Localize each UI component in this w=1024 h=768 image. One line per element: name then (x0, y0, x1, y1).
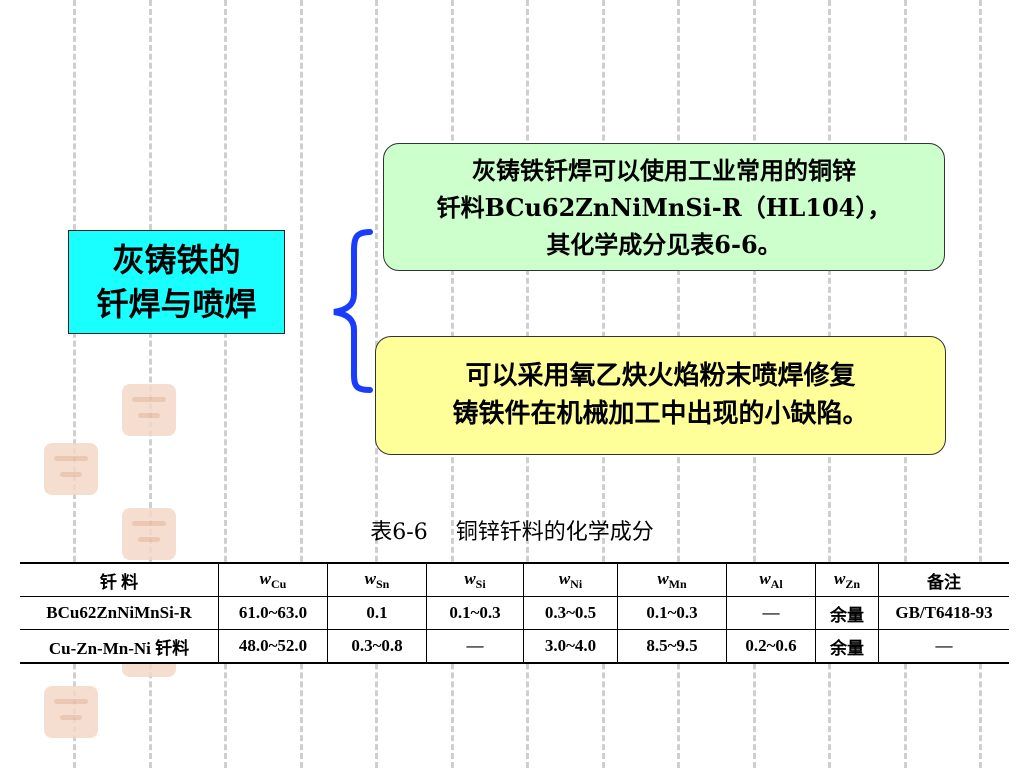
table-cell: 61.0~63.0 (218, 596, 328, 630)
table-cell: GB/T6418-93 (878, 596, 1009, 630)
decorative-stamp-icon (44, 443, 98, 495)
table-cell: 余量 (815, 629, 879, 664)
header-filler-metal: 钎 料 (20, 562, 219, 597)
table-cell: 8.5~9.5 (617, 629, 727, 664)
brazing-note-line3: 其化学成分见表6-6。 (546, 230, 782, 259)
table-cell: 0.2~0.6 (726, 629, 816, 664)
table-header-row: 钎 料 wCu wSn wSi wNi wMn wAl wZn 备注 (20, 562, 1009, 597)
decorative-stamp-icon (44, 686, 98, 738)
table-cell: 0.1~0.3 (426, 596, 524, 630)
table-cell: 3.0~4.0 (523, 629, 618, 664)
table-cell: — (878, 629, 1009, 664)
header-remarks: 备注 (878, 562, 1009, 597)
header-w-cu: wCu (218, 562, 328, 597)
header-w-ni: wNi (523, 562, 618, 597)
table-cell: 48.0~52.0 (218, 629, 328, 664)
table-cell: Cu-Zn-Mn-Ni 钎料 (20, 629, 219, 664)
table-cell: BCu62ZnNiMnSi-R (20, 596, 219, 630)
brazing-note-box: 灰铸铁钎焊可以使用工业常用的铜锌 钎料BCu62ZnNiMnSi-R（HL104… (383, 143, 945, 271)
brazing-note-line1: 灰铸铁钎焊可以使用工业常用的铜锌 (472, 156, 856, 185)
decorative-stamp-icon (122, 508, 176, 560)
topic-title-box: 灰铸铁的 钎焊与喷焊 (68, 230, 285, 334)
header-w-zn: wZn (815, 562, 879, 597)
table-cell: 余量 (815, 596, 879, 630)
topic-title-line2: 钎焊与喷焊 (96, 285, 257, 323)
table-cell: — (426, 629, 524, 664)
table-cell: 0.3~0.8 (327, 629, 427, 664)
table-cell: 0.1~0.3 (617, 596, 727, 630)
spray-note-line2: 铸铁件在机械加工中出现的小缺陷。 (452, 399, 869, 429)
decorative-stamp-icon (122, 384, 176, 436)
header-w-si: wSi (426, 562, 524, 597)
table-cell: — (726, 596, 816, 630)
header-w-sn: wSn (327, 562, 427, 597)
header-w-mn: wMn (617, 562, 727, 597)
table-row: BCu62ZnNiMnSi-R 61.0~63.0 0.1 0.1~0.3 0.… (20, 596, 1009, 630)
brazing-note-line2: 钎料BCu62ZnNiMnSi-R（HL104）， (436, 193, 892, 222)
curly-brace-icon (333, 229, 373, 393)
header-w-al: wAl (726, 562, 816, 597)
spray-note-line1: 可以采用氧乙炔火焰粉末喷焊修复 (465, 361, 856, 391)
composition-table: 钎 料 wCu wSn wSi wNi wMn wAl wZn 备注 BCu62… (20, 562, 1009, 664)
table-cell: 0.3~0.5 (523, 596, 618, 630)
spray-welding-note-box: 可以采用氧乙炔火焰粉末喷焊修复 铸铁件在机械加工中出现的小缺陷。 (375, 336, 946, 455)
table-cell: 0.1 (327, 596, 427, 630)
topic-title-line1: 灰铸铁的 (112, 241, 241, 279)
table-row: Cu-Zn-Mn-Ni 钎料 48.0~52.0 0.3~0.8 — 3.0~4… (20, 629, 1009, 664)
table-caption: 表6-6 铜锌钎料的化学成分 (370, 520, 654, 545)
